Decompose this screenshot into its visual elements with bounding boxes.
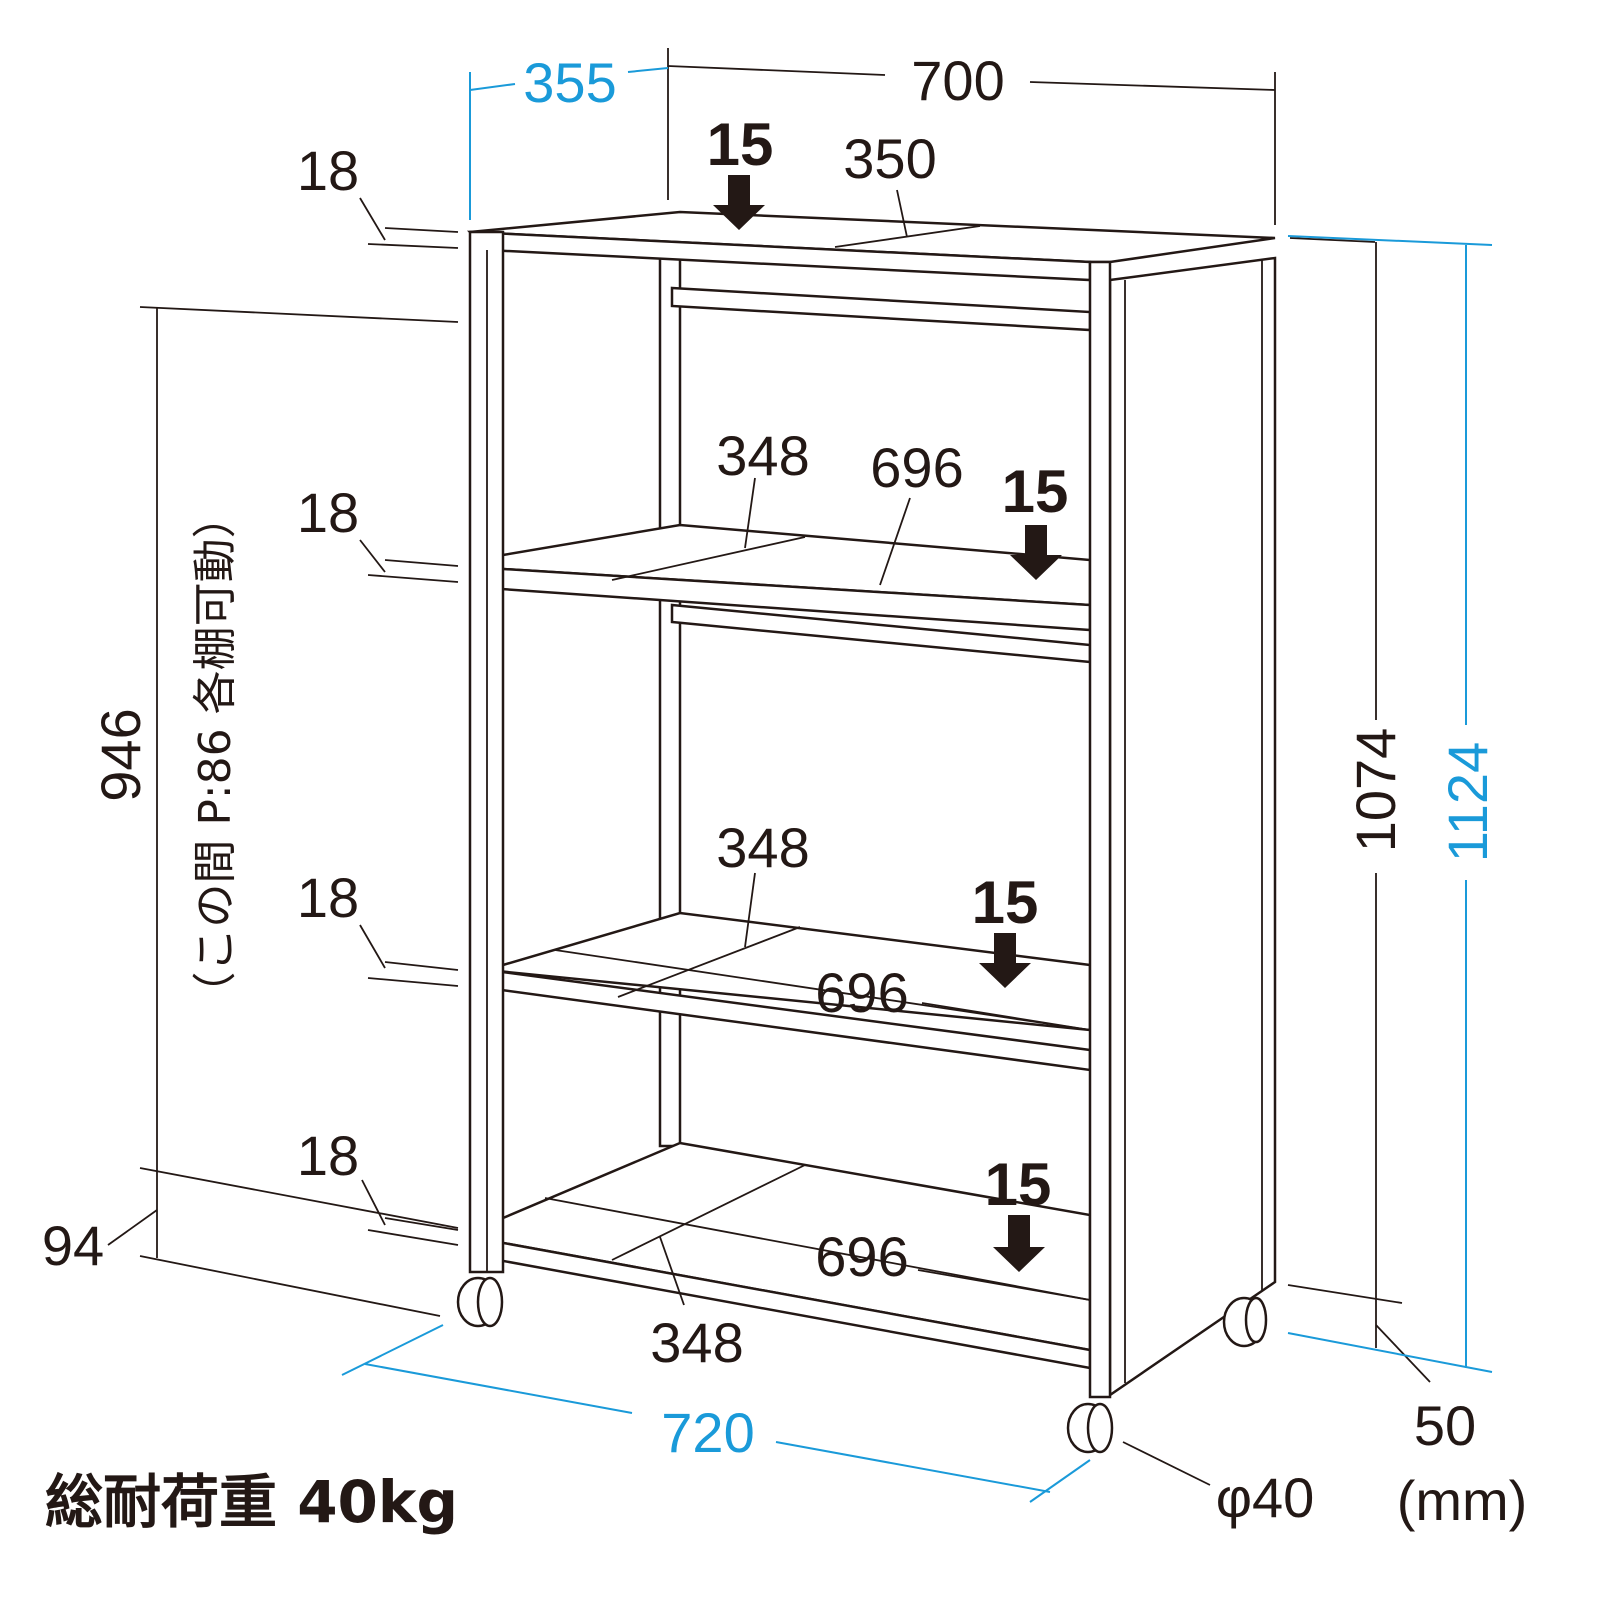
shelf2-width-label: 696 (815, 961, 908, 1024)
load-arrow-icon (713, 175, 1062, 1272)
inner-note-label: （この間 P:86 各棚可動） (190, 494, 241, 1015)
unit-label: (mm) (1397, 1469, 1528, 1532)
width-top-label: 700 (911, 49, 1004, 112)
right-post (1088, 260, 1112, 1399)
shelf1-thickness-label: 15 (1002, 458, 1069, 525)
depth-outer-label: 355 (523, 51, 616, 114)
bottom-thickness-label: 15 (985, 1151, 1052, 1218)
board-thickness-label: 18 (297, 1124, 359, 1187)
caster-height-label: 50 (1414, 1394, 1476, 1457)
board-thickness-label: 18 (297, 139, 359, 202)
top-depth-label: 350 (843, 127, 936, 190)
caster-icon (456, 1276, 1268, 1454)
side-panel (1108, 256, 1277, 1398)
bottom-width-label: 696 (815, 1225, 908, 1288)
dimension-lines (107, 48, 1431, 1486)
top-thickness-label: 15 (707, 111, 774, 178)
shelf2-thickness-label: 15 (972, 869, 1039, 936)
inner-height-label: 946 (89, 708, 152, 801)
shelf1-width-label: 696 (870, 436, 963, 499)
total-height-label: 1124 (1436, 742, 1499, 862)
floor-clearance-label: 94 (42, 1214, 104, 1277)
board-thickness-label: 18 (297, 866, 359, 929)
shelf2-depth-label: 348 (716, 816, 809, 879)
load-capacity-label: 総耐荷重 40kg (45, 1468, 458, 1536)
bottom-depth-label: 348 (650, 1311, 743, 1374)
total-dimension-lines (341, 67, 1493, 1503)
total-width-label: 720 (661, 1401, 754, 1464)
caster-diameter-label: φ40 (1216, 1466, 1315, 1529)
back-rail-top (670, 286, 1092, 332)
board-thickness-label: 18 (297, 481, 359, 544)
shelf1-depth-label: 348 (716, 424, 809, 487)
body-height-label: 1074 (1344, 728, 1407, 853)
